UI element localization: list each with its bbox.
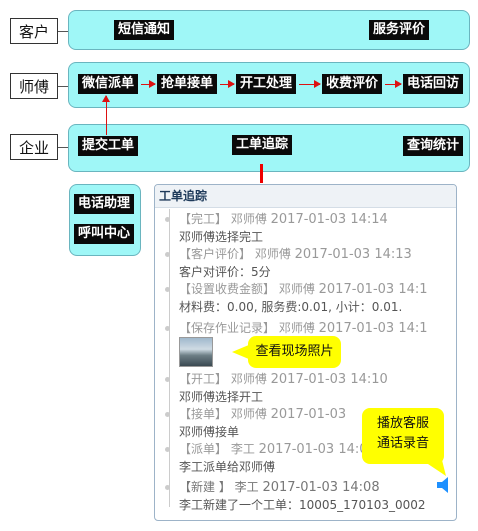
entry-head: 【新建 】 李工 2017-01-03 14:08 (179, 480, 380, 495)
speaker-icon[interactable] (436, 476, 450, 494)
entry-desc: 李工派单给邓师傅 (179, 460, 276, 474)
timeline-dot (165, 287, 170, 292)
charge-review-block[interactable]: 收费评价 (322, 74, 383, 94)
flow-arrow (220, 80, 235, 88)
timeline-dot (165, 217, 170, 222)
entry-desc: 邓师傅选择开工 (179, 390, 264, 404)
role-master: 师傅 (10, 73, 58, 99)
entry-head: 【派单】 李工 2017-01-03 14:0 (179, 442, 368, 457)
wechat-dispatch-block[interactable]: 微信派单 (78, 74, 139, 94)
role-enterprise: 企业 (10, 134, 58, 160)
flow-arrow (299, 80, 321, 88)
order-tracking-block[interactable]: 工单追踪 (232, 135, 293, 155)
entry-head: 【设置收费金额】 邓师傅 2017-01-03 14:1 (179, 282, 428, 297)
entry-desc: 邓师傅选择完工 (179, 230, 264, 244)
entry-head: 【接单】 邓师傅 2017-01-03 (179, 407, 347, 422)
audio-callout-line1: 播放客服 (376, 416, 429, 431)
connector-master (58, 86, 68, 87)
call-center-block[interactable]: 呼叫中心 (74, 224, 135, 244)
tracking-connector (260, 164, 263, 183)
submit-order-block[interactable]: 提交工单 (78, 136, 139, 156)
connector-enterprise (58, 147, 68, 148)
start-work-block[interactable]: 开工处理 (236, 74, 297, 94)
photo-thumbnail[interactable] (179, 337, 213, 367)
service-review-block[interactable]: 服务评价 (369, 20, 430, 40)
audio-callout-pointer (422, 460, 446, 476)
grab-order-block[interactable]: 抢单接单 (157, 74, 218, 94)
timeline-dot (165, 377, 170, 382)
timeline-line (169, 209, 170, 507)
photo-callout: 查看现场照片 (248, 336, 341, 368)
entry-desc: 客户对评价：5分 (179, 265, 271, 279)
timeline-dot (165, 485, 170, 490)
connector-customer (58, 31, 68, 32)
entry-head: 【完工】 邓师傅 2017-01-03 14:14 (179, 212, 388, 227)
timeline-dot (165, 252, 170, 257)
timeline-dot (165, 412, 170, 417)
panel-title: 工单追踪 (155, 185, 456, 208)
entry-head: 【客户评价】 邓师傅 2017-01-03 14:13 (179, 247, 412, 262)
flow-arrow (141, 80, 156, 88)
phone-assistant-block[interactable]: 电话助理 (74, 194, 135, 214)
entry-head: 【开工】 邓师傅 2017-01-03 14:10 (179, 372, 388, 387)
entry-desc: 材料费：0.00, 服务费:0.01, 小计：0.01. (179, 300, 403, 314)
flow-arrow (385, 80, 402, 88)
entry-head: 【保存作业记录】 邓师傅 2017-01-03 14:1 (179, 321, 428, 336)
phone-followup-block[interactable]: 电话回访 (403, 74, 464, 94)
timeline-dot (165, 447, 170, 452)
audio-callout-line2: 通话录音 (376, 436, 429, 451)
role-customer: 客户 (10, 18, 58, 44)
entry-desc: 李工新建了一个工单：10005_170103_0002 (179, 498, 426, 512)
sms-notice-block[interactable]: 短信通知 (114, 20, 175, 40)
query-stats-block[interactable]: 查询统计 (403, 136, 464, 156)
entry-desc: 邓师傅接单 (179, 425, 240, 439)
submit-to-dispatch-arrow (102, 95, 110, 135)
audio-callout: 播放客服 通话录音 (362, 408, 444, 464)
timeline-dot (165, 326, 170, 331)
